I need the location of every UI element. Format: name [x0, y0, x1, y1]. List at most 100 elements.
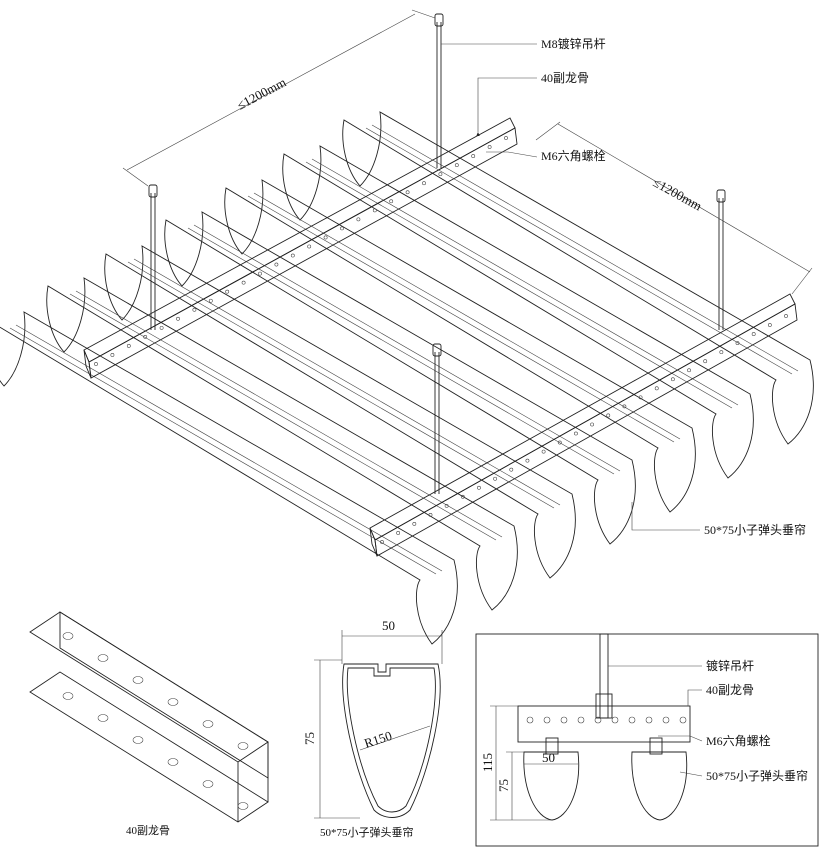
keel-hole [751, 332, 756, 336]
profile-width-label: 50 [382, 618, 395, 633]
keel-hole [202, 780, 214, 788]
label-hanger-rod: M8镀锌吊杆 [541, 37, 606, 51]
keel-hole [471, 154, 476, 158]
profile-radius-label: R150 [362, 728, 393, 751]
keel-hole [274, 262, 279, 267]
profile-height-label: 75 [302, 732, 317, 745]
curtain-blade [164, 211, 636, 545]
keel-hole [444, 503, 449, 508]
dimension-right-label: ≤1200mm [651, 175, 705, 214]
keel-hole [477, 485, 481, 490]
hanger-rods [148, 13, 726, 494]
keel-hole [557, 440, 562, 445]
keel-hole [192, 307, 197, 312]
keel-hole [622, 404, 627, 409]
section-detail: 115 75 50 镀锌吊杆 40副龙骨 M6六角螺栓 50*75小子弹头垂帘 [475, 633, 819, 847]
profile-detail: 50 75 R150 50*75小子弹头垂帘 [302, 618, 443, 839]
keel-hole [662, 716, 670, 724]
keel-hole [307, 244, 312, 249]
keel-hole [97, 654, 109, 662]
curtain-blade [224, 179, 696, 513]
keel-hole [405, 190, 410, 195]
keel-hole [493, 476, 498, 481]
section-label-hanger-rod: 镀锌吊杆 [706, 659, 754, 673]
dimension-left-label: ≤1200mm [234, 74, 288, 112]
curtain-blade [46, 277, 518, 611]
section-label-sub-keel: 40副龙骨 [706, 683, 754, 697]
keel-hole [541, 449, 546, 454]
keel-hole [454, 163, 459, 168]
keel-hole [94, 362, 98, 366]
keel-hole [258, 271, 262, 276]
section-width-label: 50 [542, 750, 555, 765]
profile-caption: 50*75小子弹头垂帘 [320, 825, 414, 839]
label-sub-keel: 40副龙骨 [541, 71, 589, 85]
keel-hole [62, 632, 74, 640]
keel-hole [679, 716, 687, 724]
curtain-blades [0, 111, 814, 645]
keel-hole [412, 522, 417, 526]
keel-hole [202, 720, 214, 728]
keel-hole [167, 758, 179, 766]
label-hex-bolt: M6六角螺栓 [541, 148, 606, 163]
keel-hole [687, 368, 691, 373]
keel-hole [719, 350, 724, 355]
dimension-left: ≤1200mm [122, 9, 436, 187]
keel-hole [110, 353, 115, 357]
keel-hole [574, 431, 578, 436]
keel-hole [654, 386, 659, 391]
keel-hole [372, 208, 377, 213]
keel-hole [560, 716, 568, 724]
keel-detail: 40副龙骨 [29, 611, 269, 837]
keel-caption: 40副龙骨 [126, 824, 170, 837]
keel-hole [225, 289, 230, 294]
sub-keel-front [369, 293, 798, 557]
keel-hole [525, 458, 530, 463]
keel-hole [132, 736, 144, 744]
sub-keel-back [83, 117, 518, 379]
keel-hole [428, 512, 433, 517]
main-leaders: M8镀锌吊杆 40副龙骨 M6六角螺栓 50*75小子弹头垂帘 [441, 37, 806, 537]
keel-hole [784, 314, 788, 318]
keel-hole [356, 217, 361, 222]
keel-hole [126, 344, 131, 348]
keel-hole [638, 395, 643, 400]
keel-hole [132, 676, 144, 684]
keel-hole [504, 136, 508, 140]
keel-hole [670, 377, 675, 382]
section-total-label: 115 [480, 753, 495, 772]
keel-hole [167, 698, 179, 706]
section-label-curtain: 50*75小子弹头垂帘 [706, 768, 808, 783]
keel-hole [290, 253, 295, 258]
keel-hole [611, 716, 619, 724]
keel-hole [590, 422, 594, 427]
hanger-rod [716, 189, 726, 330]
keel-hole [389, 199, 394, 204]
label-curtain: 50*75小子弹头垂帘 [704, 522, 806, 537]
hanger-rod [148, 184, 158, 330]
keel-hole [645, 716, 653, 724]
keel-hole [237, 802, 249, 810]
curtain-blade [342, 111, 814, 445]
keel-hole [380, 540, 384, 544]
keel-hole [241, 280, 246, 285]
keel-hole [62, 692, 74, 700]
keel-hole [340, 226, 344, 231]
section-label-hex-bolt: M6六角螺栓 [706, 733, 771, 748]
keel-hole [396, 531, 401, 535]
keel-hole [606, 413, 611, 418]
hanger-rod [434, 13, 444, 168]
keel-hole [422, 181, 426, 186]
keel-hole [594, 716, 602, 724]
keel-hole [509, 467, 514, 472]
keel-hole [628, 716, 636, 724]
keel-hole [208, 298, 213, 303]
keel-hole [237, 742, 249, 750]
keel-hole [176, 316, 180, 321]
keel-hole [323, 235, 328, 240]
keel-hole [438, 172, 443, 177]
keel-hole [526, 716, 534, 724]
curtain-blade [104, 245, 576, 579]
keel-hole [460, 494, 465, 499]
